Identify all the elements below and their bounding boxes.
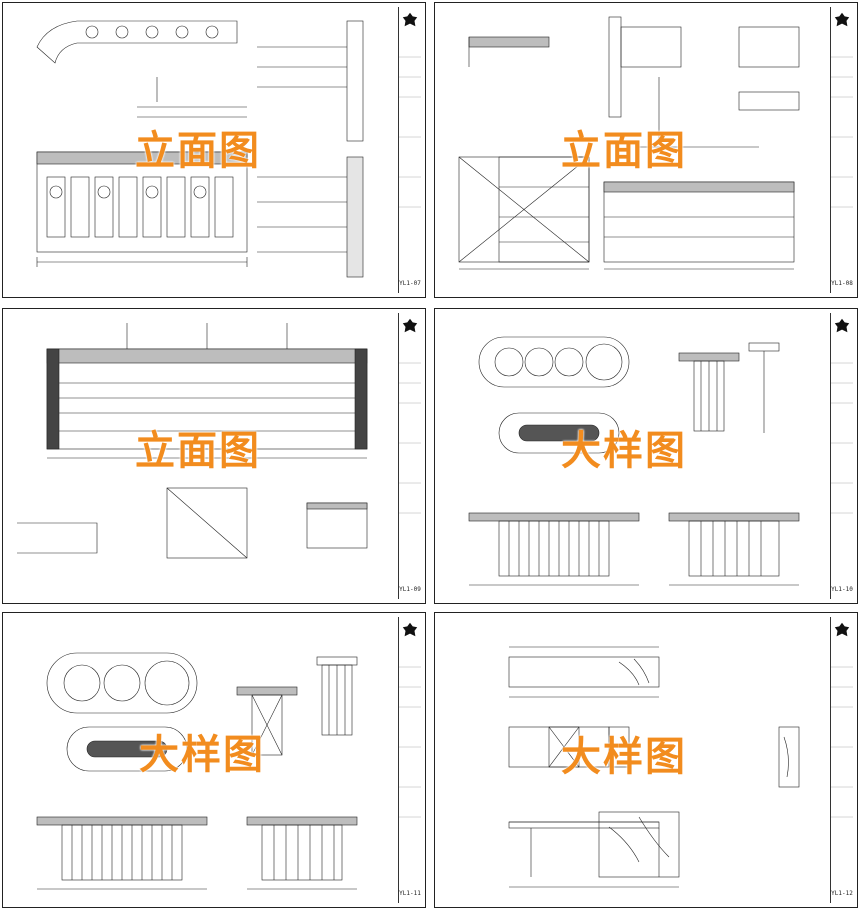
flower-logo-icon (834, 12, 850, 27)
sheet-overlay-label: 大样图 (561, 428, 687, 474)
drawing-sheet-1: YL1-07 立面图 (2, 2, 426, 298)
sheet-number: YL1-10 (831, 586, 853, 593)
title-block: YL1-11 (398, 617, 421, 903)
sheet-number: YL1-12 (831, 890, 853, 897)
drawing-sheet-2: YL1-08 立面图 (434, 2, 858, 298)
detail-drawing (36, 652, 358, 890)
elevation-drawing (458, 16, 800, 270)
drawing-sheet-5: YL1-11 大样图 (2, 612, 426, 908)
flower-logo-icon (402, 622, 418, 637)
detail-drawing (508, 646, 800, 888)
flower-logo-icon (834, 622, 850, 637)
drawing-sheet-4: YL1-10 大样图 (434, 308, 858, 604)
flower-logo-icon (402, 12, 418, 27)
sheet-overlay-label: 立面图 (135, 128, 261, 174)
elevation-drawing (17, 323, 368, 559)
sheet-overlay-label: 大样图 (561, 734, 687, 780)
sheet-overlay-label: 立面图 (135, 428, 261, 474)
sheet-number: YL1-11 (399, 890, 421, 897)
title-block: YL1-09 (398, 313, 421, 599)
sheet-number: YL1-07 (399, 280, 421, 287)
sheet-number: YL1-08 (831, 280, 853, 287)
title-block: YL1-10 (830, 313, 853, 599)
title-block: YL1-07 (398, 7, 421, 293)
flower-logo-icon (402, 318, 418, 333)
drawing-sheet-3: YL1-09 立面图 (2, 308, 426, 604)
title-block: YL1-12 (830, 617, 853, 903)
detail-drawing (468, 336, 800, 586)
sheet-overlay-label: 立面图 (561, 128, 687, 174)
elevation-drawing (36, 20, 364, 278)
sheet-number: YL1-09 (399, 586, 421, 593)
title-block: YL1-08 (830, 7, 853, 293)
drawing-sheet-6: YL1-12 大样图 (434, 612, 858, 908)
sheet-overlay-label: 大样图 (139, 732, 265, 778)
flower-logo-icon (834, 318, 850, 333)
